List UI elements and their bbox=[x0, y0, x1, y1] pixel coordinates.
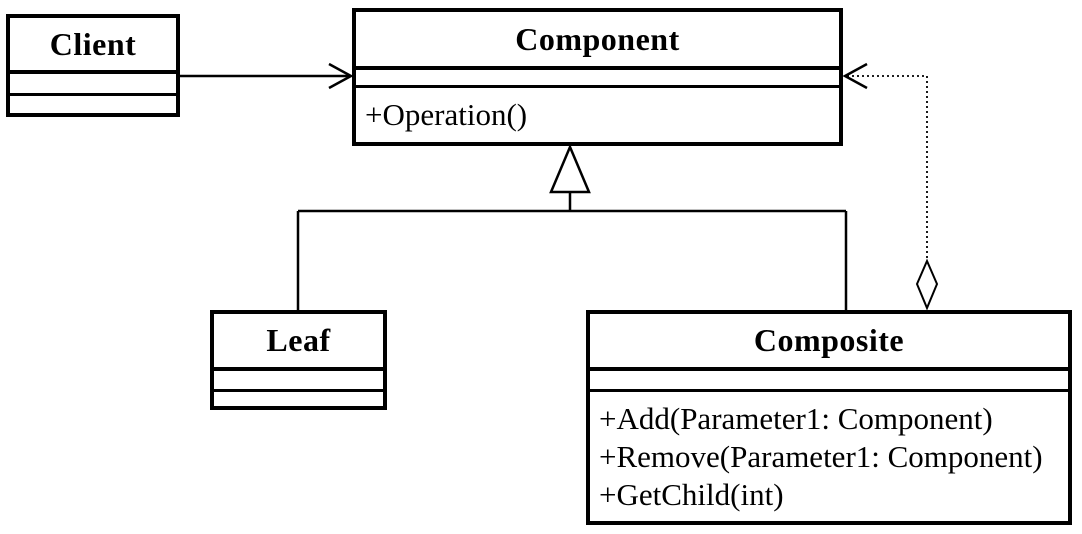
association-arrowhead-icon bbox=[328, 62, 354, 90]
class-box-component: Component +Operation() bbox=[352, 8, 843, 146]
component-operation: +Operation() bbox=[365, 97, 528, 132]
composite-operation-remove: +Remove(Parameter1: Component) bbox=[599, 439, 1043, 474]
class-name-client: Client bbox=[49, 25, 137, 62]
composite-attributes-compartment bbox=[590, 367, 1068, 389]
component-attributes-compartment bbox=[356, 66, 839, 85]
class-name-composite: Composite bbox=[753, 322, 905, 358]
class-name-leaf: Leaf bbox=[266, 322, 331, 358]
composite-operation-getchild: +GetChild(int) bbox=[599, 477, 784, 512]
leaf-attributes-compartment bbox=[214, 367, 383, 389]
class-name-component: Component bbox=[515, 20, 680, 57]
client-operations-compartment bbox=[10, 93, 176, 113]
aggregation-dotted-line bbox=[847, 75, 928, 261]
client-attributes-compartment bbox=[10, 70, 176, 93]
aggregation-diamond-icon bbox=[915, 258, 939, 311]
class-box-client: Client bbox=[6, 14, 180, 117]
leaf-operations-compartment bbox=[214, 389, 383, 406]
composite-operations-compartment: +Add(Parameter1: Component) +Remove(Para… bbox=[590, 389, 1068, 521]
aggregation-arrowhead-icon bbox=[842, 62, 868, 90]
class-box-composite: Composite +Add(Parameter1: Component) +R… bbox=[586, 310, 1072, 525]
generalization-triangle-icon bbox=[549, 143, 591, 194]
component-operations-compartment: +Operation() bbox=[356, 85, 839, 142]
composite-operation-add: +Add(Parameter1: Component) bbox=[599, 401, 993, 436]
generalization-tree-line bbox=[296, 192, 848, 310]
class-box-leaf: Leaf bbox=[210, 310, 387, 410]
